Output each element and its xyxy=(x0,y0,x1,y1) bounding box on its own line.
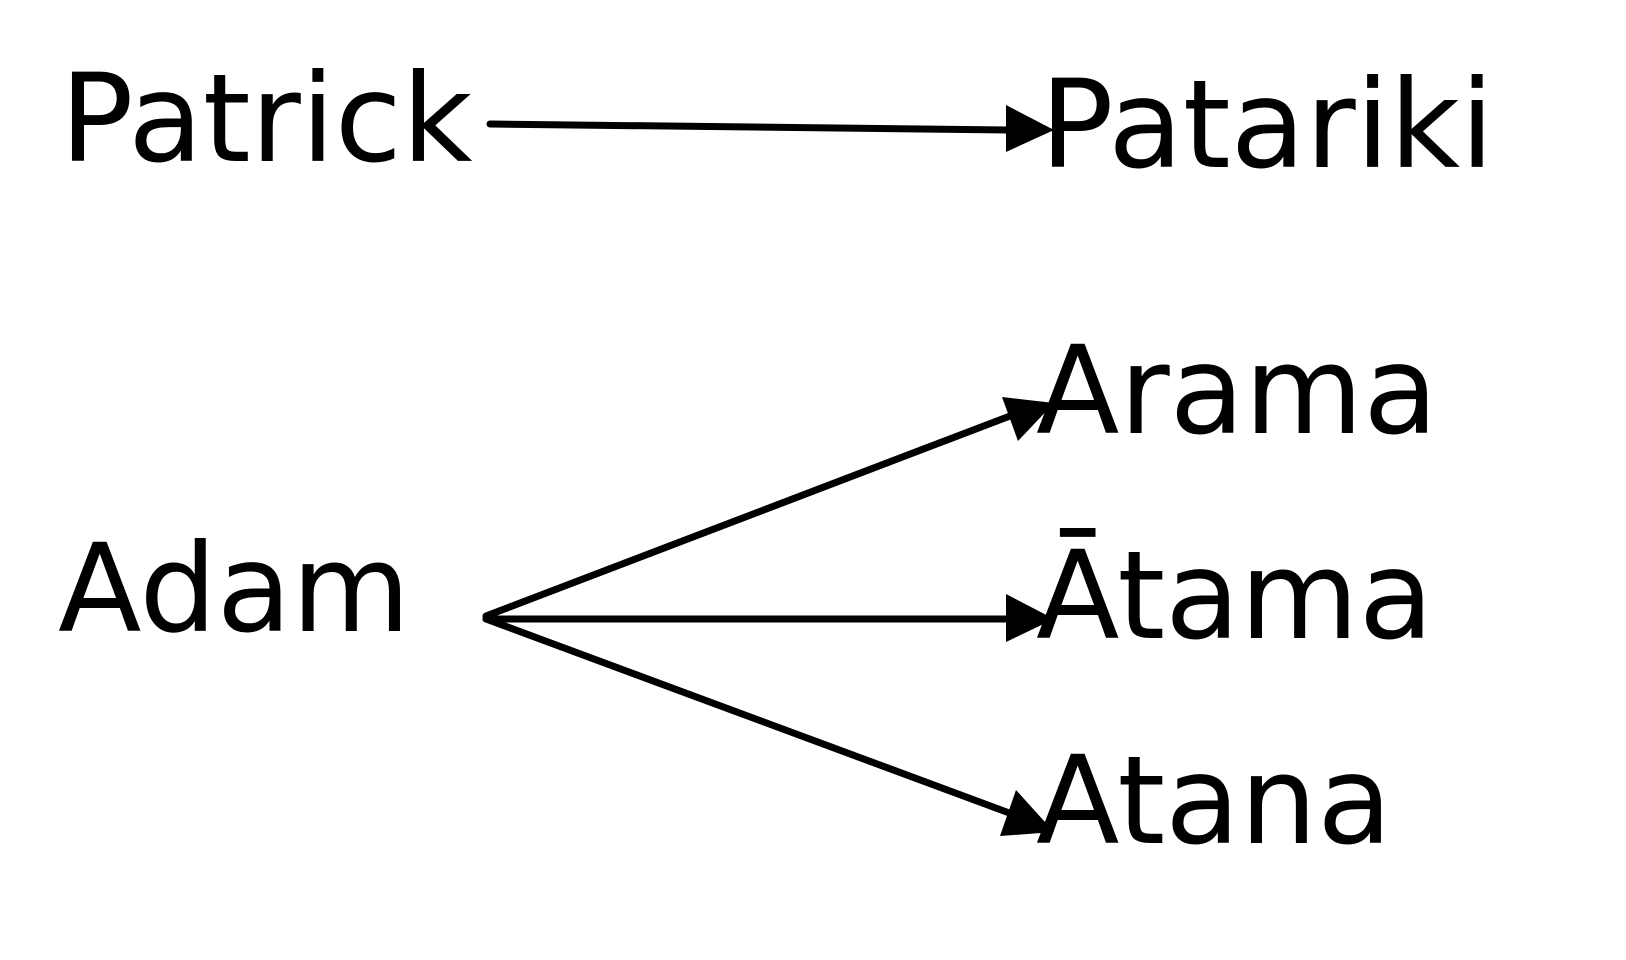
arrow-patrick-patariki xyxy=(486,105,1054,152)
source-word-patrick: Patrick xyxy=(60,48,473,190)
arrow-adam-atama xyxy=(482,594,1054,642)
source-word-adam: Adam xyxy=(58,518,411,660)
arrowhead-icon xyxy=(1000,790,1054,836)
target-word-arama: Arama xyxy=(1036,320,1438,462)
arrow-adam-arama xyxy=(482,397,1054,620)
arrow-adam-atana xyxy=(482,615,1054,836)
target-word-patariki: Patariki xyxy=(1040,54,1495,196)
target-word-atana: Atana xyxy=(1036,730,1392,872)
arrowhead-icon xyxy=(1006,105,1054,152)
arrowhead-icon xyxy=(1002,397,1054,441)
target-word-atama: Ātama xyxy=(1036,525,1434,667)
arrowhead-icon xyxy=(1006,594,1054,642)
